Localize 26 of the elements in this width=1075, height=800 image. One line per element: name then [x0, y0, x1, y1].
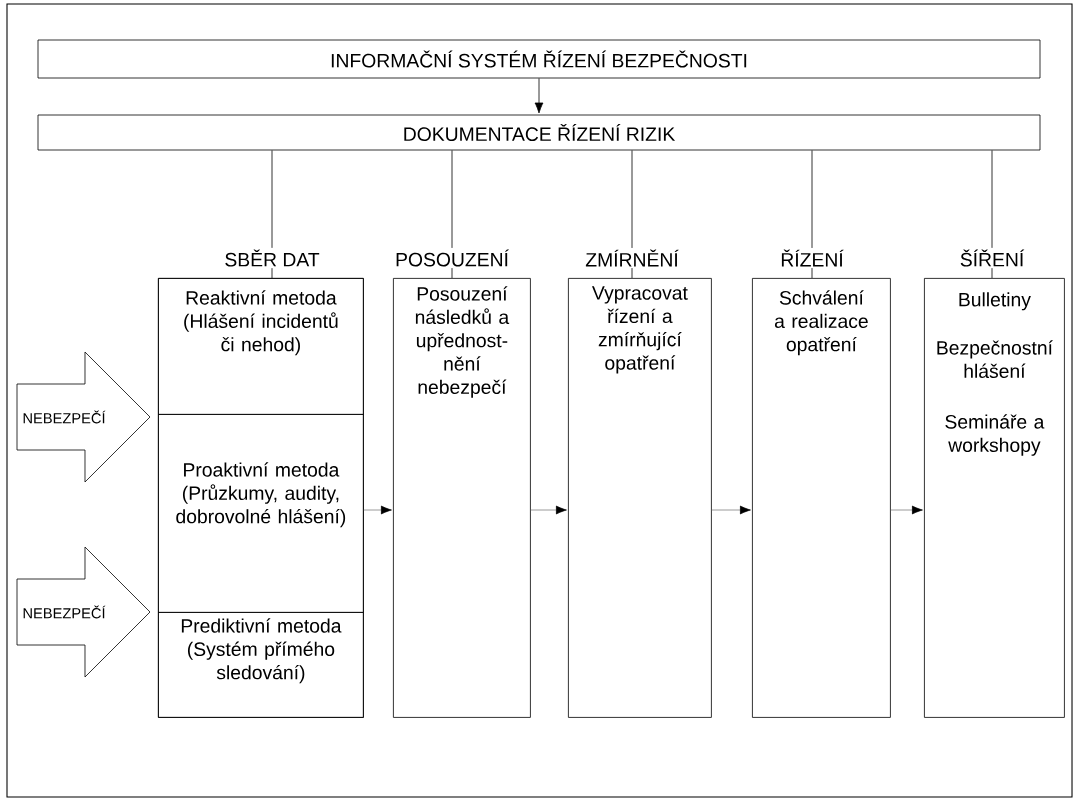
box-text: Bulletiny — [959, 292, 1031, 311]
box-text: Bezpečnostní hlášení — [937, 340, 1053, 379]
column-heading: ŘÍZENÍ — [781, 249, 844, 267]
arrow — [363, 505, 392, 515]
box-text: Reaktivní metoda (Hlášení incidentů či nehod) — [184, 290, 338, 356]
box-text: Prediktivní metoda (Systém přímého sledování) — [181, 618, 342, 684]
connector-line — [271, 150, 273, 249]
box-text: Semináře a workshopy — [945, 414, 1045, 456]
column-heading: ŠÍŘENÍ — [960, 249, 1025, 267]
column-heading: ZMÍRNĚNÍ — [585, 249, 679, 267]
column-heading: POSOUZENÍ — [396, 249, 509, 267]
column-heading: SBĚR DAT — [225, 249, 320, 267]
box-text: Vypracovat řízení a zmírňující opatření — [592, 286, 688, 374]
box-text: Proaktivní metoda (Průzkumy, audity, dobrovolné hlášení) — [176, 462, 346, 528]
box-text: Posouzení následků a upřednost- nění nebezpečí — [415, 286, 510, 398]
connector-line — [631, 150, 633, 249]
arrow — [890, 505, 923, 515]
header-box: INFORMAČNÍ SYSTÉM ŘÍZENÍ BEZPEČNOSTI — [37, 39, 1041, 79]
header-box: DOKUMENTACE ŘÍZENÍ RIZIK — [37, 114, 1041, 151]
connector-line — [991, 150, 993, 249]
connector-line — [451, 150, 453, 249]
connector-line — [811, 150, 813, 249]
arrow — [530, 505, 567, 515]
arrow — [711, 505, 751, 515]
box-text: Schválení a realizace opatření — [774, 290, 868, 356]
arrow — [534, 78, 544, 114]
